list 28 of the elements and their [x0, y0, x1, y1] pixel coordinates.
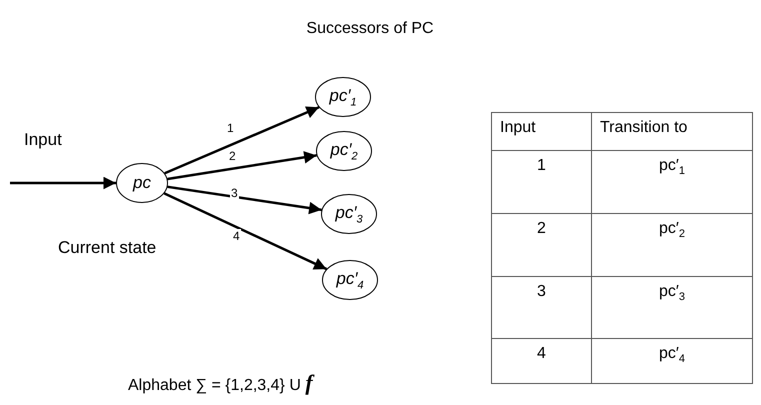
table-cell: 3	[492, 276, 592, 338]
table-cell: 2	[492, 214, 592, 276]
arrow	[10, 176, 116, 190]
state-circle: pc′$_{4}$	[322, 260, 378, 300]
alphabet-note: Alphabet ∑ = {1,2,3,4} U f	[128, 370, 313, 396]
state-circle: pc′$_{2}$	[316, 131, 372, 171]
arrow	[167, 151, 317, 180]
state-circle: pc	[116, 163, 168, 203]
input-label: Input	[24, 130, 62, 150]
state-circle: pc′$_{1}$	[315, 77, 371, 117]
table-cell: pc′$_{4}$	[592, 338, 752, 384]
table-cell: 1	[492, 150, 592, 214]
table-cell: pc′$_{3}$	[592, 276, 752, 338]
arrow	[164, 106, 320, 174]
arrow	[167, 186, 322, 214]
table-header-cell: Input	[492, 112, 592, 150]
diagram-title: Successors of PC	[305, 20, 435, 38]
table-header-cell: Transition to	[592, 112, 752, 150]
edge-label: 4	[232, 229, 241, 243]
state-circle: pc′$_{3}$	[321, 194, 377, 234]
edge-label: 3	[230, 186, 239, 200]
edge-label: 1	[226, 121, 235, 135]
table-cell: pc′$_{1}$	[592, 150, 752, 214]
table-cell: pc′$_{2}$	[592, 214, 752, 276]
table-cell: 4	[492, 338, 592, 384]
state-label: Current state	[58, 238, 156, 258]
edge-label: 2	[228, 149, 237, 163]
arrow	[164, 192, 328, 270]
